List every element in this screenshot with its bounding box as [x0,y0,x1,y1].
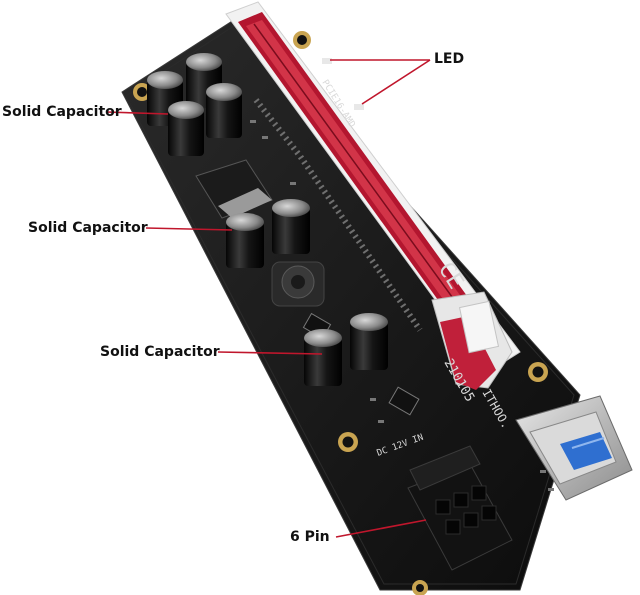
pcie-slot: CE [225,1,521,390]
solid-capacitor-label-middle: Solid Capacitor [28,220,148,236]
voltage-regulator [195,159,273,219]
capacitor-group-bottom [304,313,388,386]
usb-3-port [515,395,633,501]
solid-capacitor-label-bottom: Solid Capacitor [100,344,220,360]
capacitor-group-middle [226,199,310,268]
capacitor-group-top [147,53,242,156]
mounting-holes [133,31,548,595]
solid-capacitor-label-top: Solid Capacitor [2,104,122,120]
pcb-board [121,15,581,591]
pin-header-row [253,98,423,332]
smd-components [250,120,554,491]
six-pin-label: 6 Pin [290,529,330,545]
annotation-lines [105,59,431,538]
inductor-coil [271,261,325,307]
six-pin-connector [407,445,513,571]
led-label: LED [434,51,465,67]
